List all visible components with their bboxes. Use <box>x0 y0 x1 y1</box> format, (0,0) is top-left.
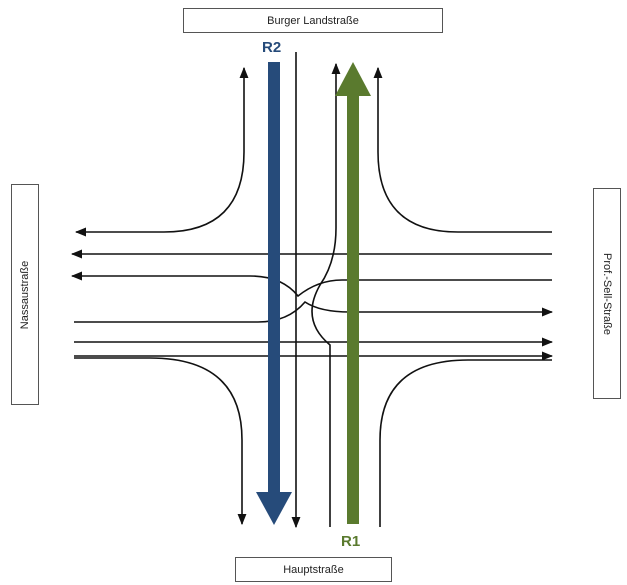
street-name-west: Nassaustraße <box>19 260 32 329</box>
route-r1-arrow <box>335 62 371 524</box>
curb-ne <box>373 66 552 233</box>
street-label-west: Nassaustraße <box>11 184 39 405</box>
street-name-south: Hauptstraße <box>283 563 344 576</box>
route-r2-label: R2 <box>262 39 282 56</box>
street-label-north: Burger Landstraße <box>183 8 443 33</box>
curb-nw <box>74 66 249 237</box>
lane-north-up <box>311 62 341 527</box>
street-name-north: Burger Landstraße <box>267 14 359 27</box>
curb-se <box>379 359 552 527</box>
street-name-east: Prof.-Sell-Straße <box>601 252 614 335</box>
street-label-south: Hauptstraße <box>235 557 392 582</box>
lane-west-out-2 <box>70 271 552 298</box>
street-label-east: Prof.-Sell-Straße <box>593 188 621 399</box>
route-r2-arrow <box>256 62 292 525</box>
route-r1-label: R1 <box>341 533 361 550</box>
curb-sw <box>74 357 247 526</box>
